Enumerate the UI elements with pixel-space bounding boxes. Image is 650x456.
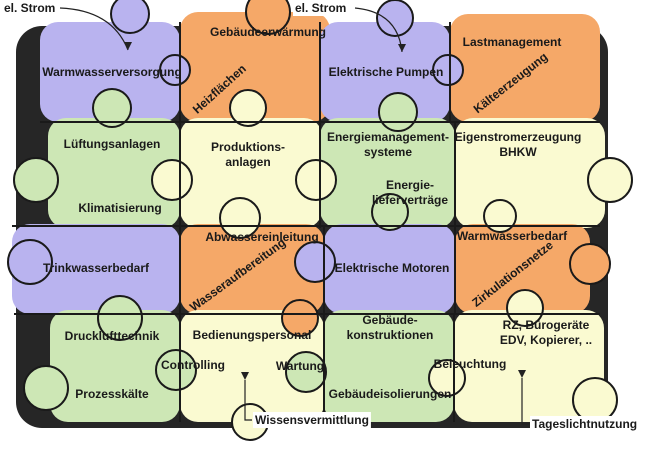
puzzle-piece-label-0: Warmwasserversorgung <box>42 65 182 79</box>
puzzle-knob-3 <box>159 54 191 86</box>
puzzle-piece-label-8: Produktions-anlagen <box>211 140 285 169</box>
puzzle-piece-label-16: Warmwasserbedarf <box>457 229 568 243</box>
puzzle-tile-15 <box>454 310 604 422</box>
annotation-label-0: el. Strom <box>4 1 55 15</box>
puzzle-tile-8 <box>12 224 180 314</box>
puzzle-piece-label-10: Energie-lieferverträge <box>372 178 448 207</box>
puzzle-knob-7 <box>378 92 418 132</box>
puzzle-knob-10 <box>295 159 337 201</box>
annotation-arrowhead-3 <box>518 370 526 378</box>
annotation-label-bg-2 <box>253 412 371 428</box>
puzzle-piece-label-19: Prozesskälte <box>75 387 149 401</box>
puzzle-knob-21 <box>23 365 69 411</box>
puzzle-knob-24 <box>428 359 466 397</box>
puzzle-knob-19 <box>281 299 319 337</box>
puzzle-knob-0 <box>110 0 150 34</box>
puzzle-knob-2 <box>376 0 414 37</box>
puzzle-piece-label-22: Wartung <box>276 359 324 373</box>
puzzle-tile-9 <box>180 224 324 314</box>
puzzle-tile-4 <box>48 118 180 228</box>
annotation-arrowhead-2 <box>241 372 249 380</box>
puzzle-tile-10 <box>324 224 455 314</box>
puzzle-tile-2 <box>320 22 450 122</box>
annotation-arrow-3 <box>521 378 530 425</box>
puzzle-tile-7 <box>455 118 605 228</box>
puzzle-piece-label-24: Gebäudeisolierungen <box>329 387 452 401</box>
annotation-label-bg-1 <box>293 0 349 16</box>
puzzle-knob-6 <box>229 89 267 127</box>
puzzle-tile-0 <box>40 22 180 122</box>
puzzle-piece-label-6: Lüftungsanlagen <box>64 137 161 151</box>
puzzle-piece-label-3: Elektrische Pumpen <box>329 65 444 79</box>
puzzle-piece-label-12: Trinkwasserbedarf <box>43 261 150 275</box>
puzzle-knob-17 <box>569 243 611 285</box>
puzzle-knob-9 <box>151 159 193 201</box>
annotation-label-bg-3 <box>530 416 640 432</box>
puzzle-tile-3 <box>450 14 600 122</box>
puzzle-tile-11 <box>455 224 590 314</box>
puzzle-piece-label-23: Gebäude-konstruktionen <box>347 313 434 342</box>
puzzle-knob-14 <box>483 199 517 233</box>
puzzle-piece-label-4: Lastmanagement <box>463 35 562 49</box>
puzzle-knob-18 <box>97 295 143 341</box>
puzzle-piece-label-20: Bedienungspersonal <box>193 328 312 342</box>
puzzle-tile-6 <box>320 118 455 228</box>
annotation-label-1: el. Strom <box>295 1 346 15</box>
puzzle-piece-label-18: Drucklufttechnik <box>65 329 160 343</box>
puzzle-piece-label-21: Controlling <box>161 358 225 372</box>
puzzle-knob-8 <box>13 157 59 203</box>
annotation-arrowhead-0 <box>124 42 132 50</box>
puzzle-knob-23 <box>285 351 327 393</box>
puzzle-knob-20 <box>506 289 544 327</box>
puzzle-tile-5 <box>180 118 322 228</box>
puzzle-knob-13 <box>371 193 409 231</box>
puzzle-knob-5 <box>92 88 132 128</box>
puzzle-tile-1 <box>180 12 330 122</box>
puzzle-knob-12 <box>219 197 261 239</box>
puzzle-knob-15 <box>7 239 53 285</box>
puzzle-tile-12 <box>50 310 180 422</box>
annotation-arrow-2 <box>244 380 252 421</box>
puzzle-knob-1 <box>245 0 291 35</box>
puzzle-tile-13 <box>180 310 324 422</box>
puzzle-piece-label-9: Energiemanagement-systeme <box>327 130 449 159</box>
annotation-label-3: Tageslichtnutzung <box>532 417 637 431</box>
puzzle-piece-label-13: Abwassereinleitung <box>205 230 318 244</box>
puzzle-knob-22 <box>155 349 197 391</box>
annotation-label-2: Wissensvermittlung <box>255 413 369 427</box>
puzzle-knob-26 <box>572 377 618 423</box>
puzzle-piece-label-1: Gebäudeerwärmung <box>210 25 326 39</box>
puzzle-piece-label-15: Elektrische Motoren <box>335 261 450 275</box>
annotation-label-bg-0 <box>2 0 58 16</box>
annotation-arrowhead-1 <box>398 44 406 52</box>
puzzle-piece-label-7: Klimatisierung <box>78 201 161 215</box>
puzzle-tile-14 <box>324 310 454 422</box>
puzzle-knob-4 <box>432 54 464 86</box>
puzzle-knob-11 <box>587 157 633 203</box>
puzzle-knob-16 <box>294 241 336 283</box>
puzzle-piece-label-25: Beleuchtung <box>434 357 507 371</box>
